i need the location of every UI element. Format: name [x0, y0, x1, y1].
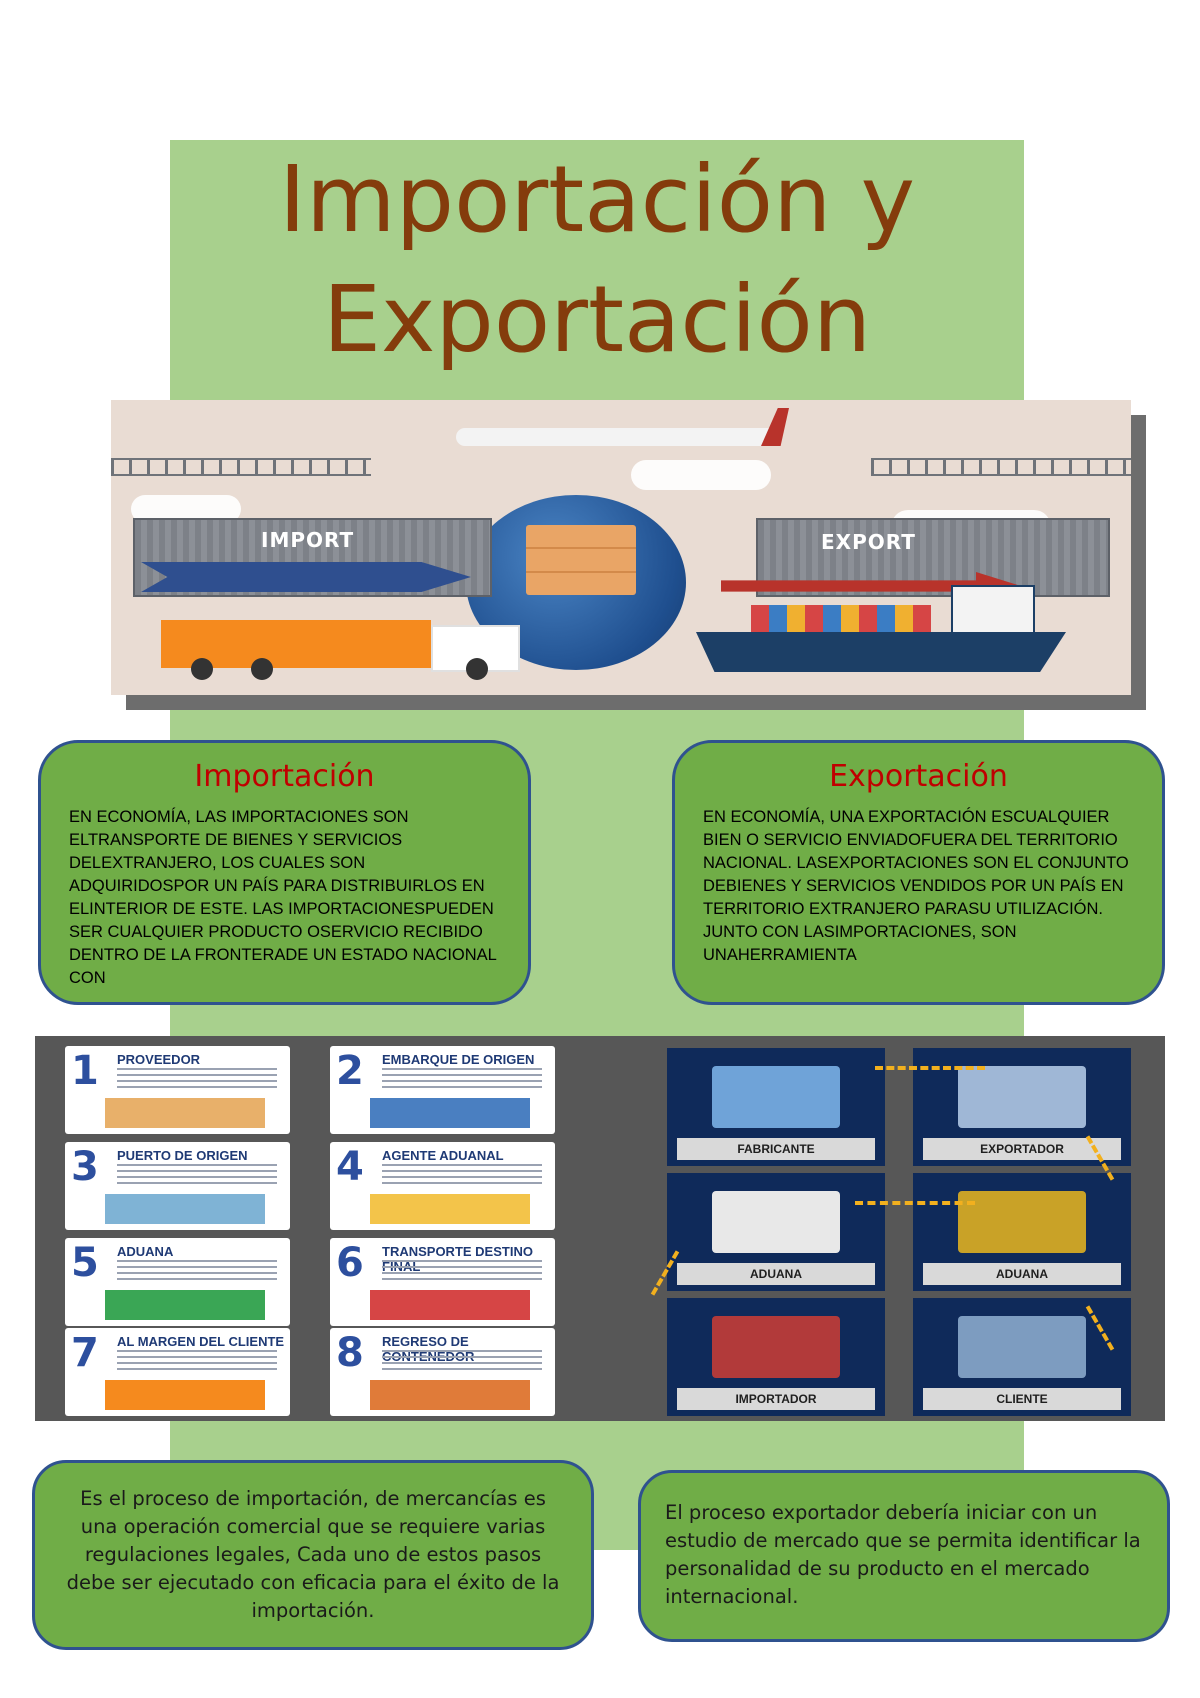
export-flow-card: EXPORTADOR [913, 1048, 1131, 1166]
step-number: 2 [336, 1048, 364, 1094]
export-process-note: El proceso exportador debería iniciar co… [638, 1470, 1170, 1642]
import-step-card: 4 AGENTE ADUANAL [330, 1142, 555, 1230]
step-illustration [370, 1290, 530, 1320]
flow-arrow [875, 1066, 985, 1070]
importacion-heading: Importación [194, 759, 375, 794]
truck-wheel [251, 658, 273, 680]
step-number: 7 [71, 1330, 99, 1376]
step-illustration [370, 1380, 530, 1410]
flow-illustration [712, 1316, 840, 1378]
flow-step-label: FABRICANTE [677, 1138, 875, 1160]
step-detail-lines [117, 1068, 277, 1088]
import-step-card: 5 ADUANA [65, 1238, 290, 1326]
export-label: EXPORT [821, 530, 916, 554]
flow-step-label: ADUANA [677, 1263, 875, 1285]
import-export-banner: IMPORT EXPORT [111, 400, 1131, 695]
ship-cargo-illustration [751, 605, 931, 633]
step-detail-lines [382, 1260, 542, 1280]
flow-step-label: IMPORTADOR [677, 1388, 875, 1410]
step-detail-lines [117, 1164, 277, 1184]
ship-bridge-illustration [951, 585, 1035, 637]
step-detail-lines [382, 1164, 542, 1184]
step-illustration [105, 1098, 265, 1128]
export-flow-card: FABRICANTE [667, 1048, 885, 1166]
step-illustration [105, 1194, 265, 1224]
step-number: 4 [336, 1144, 364, 1190]
import-arrow-illustration [141, 562, 471, 592]
import-process-note-text: Es el proceso de importación, de mercanc… [66, 1487, 560, 1622]
flow-step-label: ADUANA [923, 1263, 1121, 1285]
step-illustration [370, 1194, 530, 1224]
flow-step-label: CLIENTE [923, 1388, 1121, 1410]
import-step-card: 2 EMBARQUE DE ORIGEN [330, 1046, 555, 1134]
step-detail-lines [117, 1350, 277, 1370]
import-step-card: 3 PUERTO DE ORIGEN [65, 1142, 290, 1230]
step-number: 5 [71, 1240, 99, 1286]
step-number: 8 [336, 1330, 364, 1376]
step-title: EMBARQUE DE ORIGEN [382, 1052, 535, 1067]
airplane-illustration [456, 428, 776, 446]
import-step-card: 7 AL MARGEN DEL CLIENTE [65, 1328, 290, 1416]
importacion-text: EN ECONOMÍA, LAS IMPORTACIONES SON ELTRA… [69, 808, 497, 987]
title-line-2: Exportación [322, 266, 872, 373]
flow-illustration [958, 1316, 1086, 1378]
process-infographic-panel: 1 PROVEEDOR 2 EMBARQUE DE ORIGEN 3 PUERTO DE … [35, 1036, 1165, 1421]
import-process-note: Es el proceso de importación, de mercanc… [32, 1460, 594, 1650]
truck-wheel [466, 658, 488, 680]
flow-illustration [712, 1066, 840, 1128]
cargo-boxes-illustration [526, 525, 636, 595]
step-title: ADUANA [117, 1244, 174, 1259]
flow-illustration [958, 1066, 1086, 1128]
step-number: 6 [336, 1240, 364, 1286]
import-step-card: 1 PROVEEDOR [65, 1046, 290, 1134]
step-detail-lines [382, 1350, 542, 1370]
export-process-note-text: El proceso exportador debería iniciar co… [665, 1501, 1141, 1608]
truck-wheel [191, 658, 213, 680]
title-line-1: Importación y [278, 146, 916, 253]
flow-illustration [958, 1191, 1086, 1253]
step-title: AGENTE ADUANAL [382, 1148, 504, 1163]
cargo-ship-illustration [696, 632, 1066, 672]
export-flow-card: ADUANA [913, 1173, 1131, 1291]
export-flow-card: ADUANA [667, 1173, 885, 1291]
flow-step-label: EXPORTADOR [923, 1138, 1121, 1160]
importacion-definition-box: Importación EN ECONOMÍA, LAS IMPORTACION… [38, 740, 531, 1005]
step-detail-lines [117, 1260, 277, 1280]
step-title: PUERTO DE ORIGEN [117, 1148, 248, 1163]
step-number: 1 [71, 1048, 99, 1094]
step-detail-lines [382, 1068, 542, 1088]
cloud-illustration [631, 460, 771, 490]
exportacion-heading: Exportación [829, 759, 1008, 794]
flow-arrow [855, 1201, 975, 1205]
right-crane-illustration [871, 458, 1131, 476]
step-illustration [370, 1098, 530, 1128]
step-illustration [105, 1290, 265, 1320]
airplane-tail-illustration [761, 408, 789, 446]
export-flow-card: IMPORTADOR [667, 1298, 885, 1416]
step-number: 3 [71, 1144, 99, 1190]
export-flow-card: CLIENTE [913, 1298, 1131, 1416]
page-title: Importación y Exportación [170, 140, 1024, 380]
step-illustration [105, 1380, 265, 1410]
step-title: AL MARGEN DEL CLIENTE [117, 1334, 285, 1349]
import-label: IMPORT [261, 528, 355, 552]
flow-illustration [712, 1191, 840, 1253]
exportacion-definition-box: Exportación EN ECONOMÍA, UNA EXPORTACIÓN… [672, 740, 1165, 1005]
left-crane-illustration [111, 458, 371, 476]
step-title: PROVEEDOR [117, 1052, 201, 1067]
exportacion-text: EN ECONOMÍA, UNA EXPORTACIÓN ESCUALQUIER… [703, 808, 1129, 964]
